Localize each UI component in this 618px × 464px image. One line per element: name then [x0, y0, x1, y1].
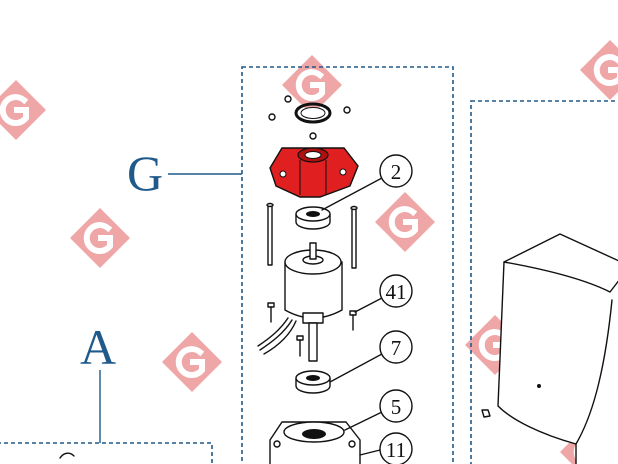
watermark-logo: [375, 192, 435, 252]
callout-leader-2: [321, 177, 383, 211]
callout-bubble-41: 41: [379, 274, 413, 308]
group-a-frame: [0, 442, 213, 464]
watermark-logo: [70, 208, 130, 268]
partial-part-a: [59, 452, 75, 459]
svg-text:11: 11: [386, 438, 406, 462]
tie-rod-right: [350, 205, 358, 269]
tie-rod-left: [266, 202, 274, 266]
screw-head: [309, 132, 317, 140]
callout-leader-7: [329, 353, 383, 383]
motor-screw-left: [267, 302, 275, 323]
svg-text:2: 2: [391, 160, 402, 184]
svg-text:41: 41: [386, 280, 407, 304]
callout-bubble-7: 7: [379, 330, 413, 364]
screw-head: [284, 95, 292, 103]
watermark-logo: [0, 80, 46, 140]
lower-bearing-part: [295, 370, 331, 394]
motor-screw-lower: [296, 335, 304, 357]
right-group-frame: [470, 100, 618, 464]
callout-bubble-11: 11: [379, 432, 413, 464]
cover-screw: [481, 409, 491, 418]
motor-part: [257, 242, 343, 362]
upper-bearing-part: [295, 206, 331, 230]
group-g-frame: [241, 66, 454, 464]
highlighted-housing-part: [269, 147, 359, 198]
svg-text:5: 5: [391, 395, 402, 419]
callout-leader-5: [344, 411, 383, 431]
group-label-g: G: [127, 145, 163, 201]
motor-screw-right: [349, 310, 357, 331]
watermark-logo: [580, 40, 618, 100]
group-label-a: A: [80, 319, 116, 375]
callout-bubble-2: 2: [379, 154, 413, 188]
cover-part: [481, 233, 618, 464]
flange-part: [269, 421, 361, 464]
callout-leader-11: [359, 449, 381, 456]
screw-head: [343, 106, 351, 114]
svg-text:7: 7: [391, 336, 402, 360]
screw-head: [268, 113, 276, 121]
callout-leader-41: [354, 297, 383, 313]
callout-bubble-5: 5: [379, 389, 413, 423]
watermark-logo: [282, 55, 342, 115]
snap-ring-part: [268, 95, 351, 140]
watermark-logo: [162, 332, 222, 392]
